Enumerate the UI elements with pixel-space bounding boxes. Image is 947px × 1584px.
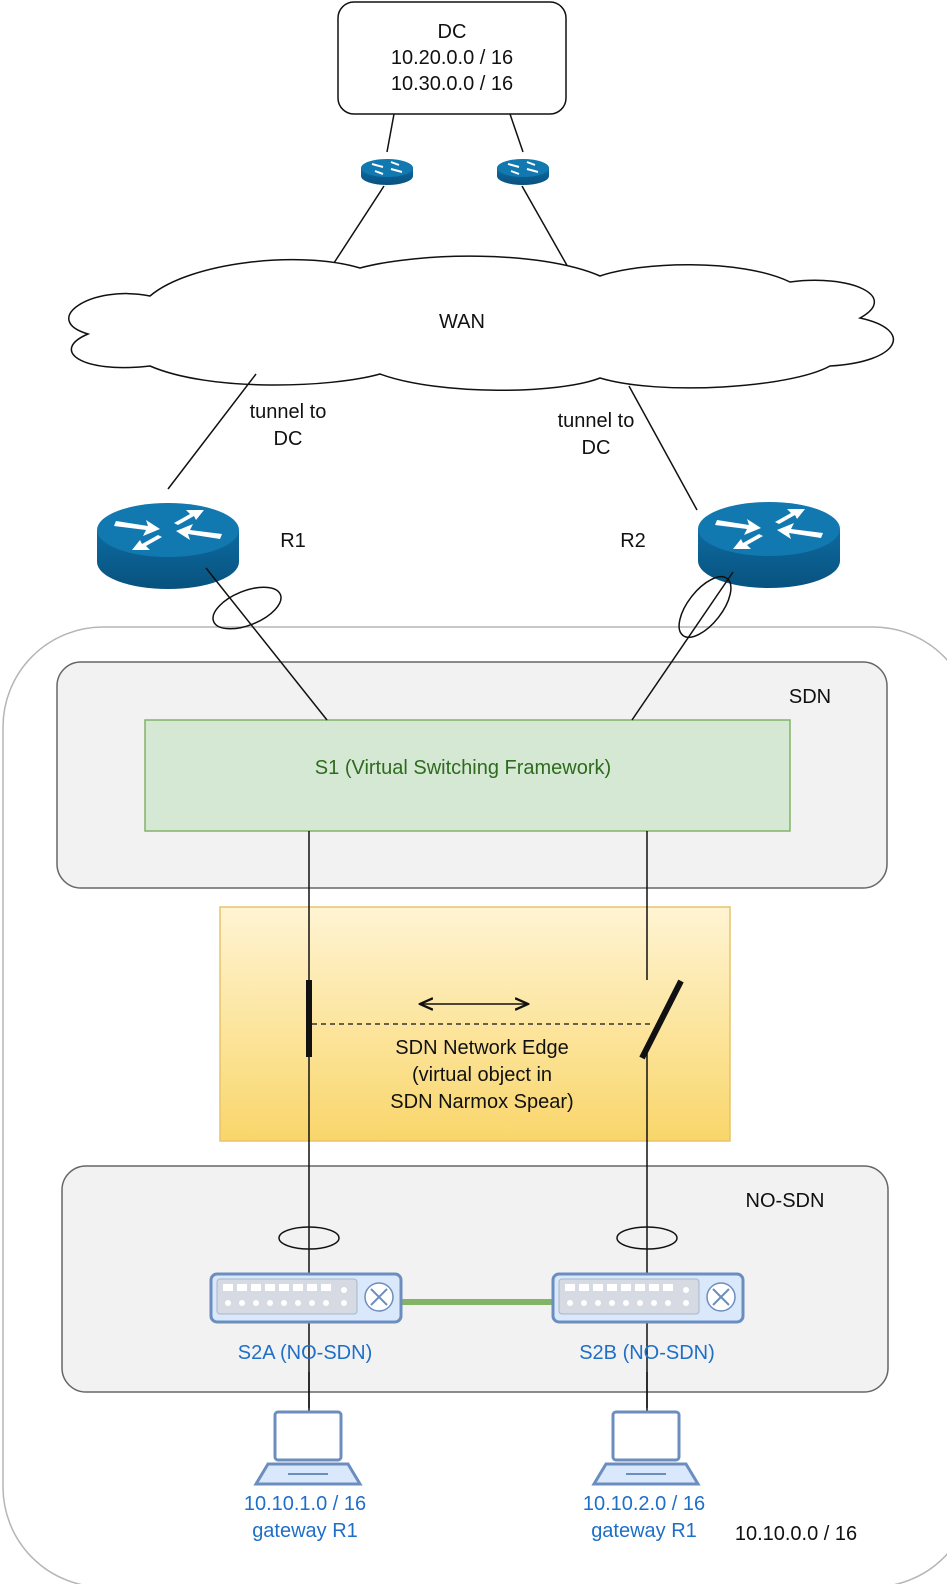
- host-right-gateway: gateway R1: [591, 1520, 697, 1542]
- router-r2-label: R2: [620, 530, 646, 552]
- dc-box: [337, 1, 567, 115]
- edge-line3: SDN Narmox Spear): [390, 1091, 573, 1113]
- edge-right-contact: [639, 979, 684, 1060]
- laptop-icon: [253, 1410, 363, 1486]
- tunnel-right-line1: tunnel to: [558, 410, 635, 432]
- dc-subnet-a: 10.20.0.0 / 16: [391, 47, 513, 69]
- sdn-zone-label: SDN: [789, 686, 831, 708]
- router-icon: [97, 503, 239, 589]
- s1-label: S1 (Virtual Switching Framework): [315, 757, 611, 779]
- tunnel-left-line1: tunnel to: [250, 401, 327, 423]
- site-subnet-label: 10.10.0.0 / 16: [735, 1523, 857, 1545]
- switch-icon: [551, 1272, 745, 1324]
- host-right-ip: 10.10.2.0 / 16: [583, 1493, 705, 1515]
- link-router-left-wan: [331, 185, 385, 267]
- switch-s2b-label: S2B (NO-SDN): [579, 1342, 715, 1364]
- wan-label: WAN: [439, 311, 485, 333]
- tunnel-left: [167, 373, 257, 490]
- link-aggregation-icon: [616, 1226, 678, 1250]
- host-left-ip: 10.10.1.0 / 16: [244, 1493, 366, 1515]
- tunnel-left-line2: DC: [274, 428, 303, 450]
- link-dc-router-right: [509, 113, 524, 153]
- dc-subnet-b: 10.30.0.0 / 16: [391, 73, 513, 95]
- switch-s2a-label: S2A (NO-SDN): [238, 1342, 372, 1364]
- link-aggregation-icon: [212, 586, 282, 630]
- nosdn-zone: [61, 1165, 889, 1393]
- laptop-icon: [591, 1410, 701, 1486]
- router-icon: [497, 159, 549, 185]
- cloud-icon: [68, 255, 894, 391]
- s1-virtual-switch: [144, 719, 791, 832]
- tunnel-right-line2: DC: [582, 437, 611, 459]
- edge-line1: SDN Network Edge: [395, 1037, 568, 1059]
- link-r2-s1: [631, 571, 734, 721]
- edge-line2: (virtual object in: [412, 1064, 552, 1086]
- host-left-gateway: gateway R1: [252, 1520, 358, 1542]
- tunnel-right: [628, 385, 698, 511]
- dc-title: DC: [438, 21, 467, 43]
- switch-icon: [209, 1272, 403, 1324]
- link-dc-router-left: [386, 113, 395, 153]
- link-aggregation-icon: [678, 576, 732, 638]
- router-icon: [698, 502, 840, 588]
- router-r1-label: R1: [280, 530, 306, 552]
- link-r1-s1: [205, 567, 328, 721]
- nosdn-zone-label: NO-SDN: [746, 1190, 825, 1212]
- link-router-right-wan: [521, 185, 574, 277]
- router-icon: [361, 159, 413, 185]
- link-aggregation-icon: [278, 1226, 340, 1250]
